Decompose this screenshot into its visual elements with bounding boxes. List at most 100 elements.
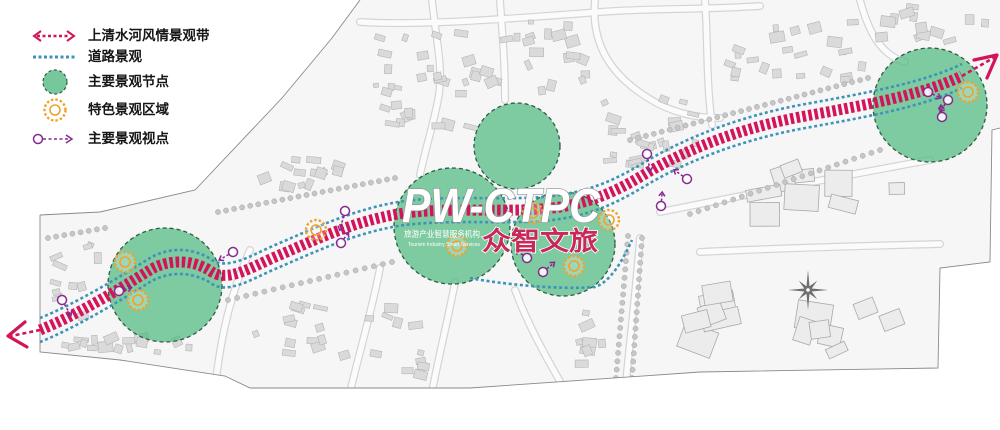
building-footprint: [384, 119, 401, 128]
building-footprint: [686, 110, 700, 118]
road: [697, 241, 943, 255]
legend-label-feature-area: 特色景观区域: [88, 102, 169, 117]
tree-symbol: [621, 274, 628, 281]
building-footprint: [412, 368, 429, 381]
viewpoint-dot: [335, 237, 347, 249]
building-footprint: [290, 156, 301, 164]
building-footprint: [293, 168, 307, 177]
legend-feature-inner-ring: [49, 104, 61, 116]
tree-symbol: [613, 366, 620, 373]
feature-area-inner-ring: [603, 214, 615, 226]
building-footprint: [281, 180, 297, 194]
tree-symbol: [234, 295, 240, 301]
legend-label-landscape-node: 主要景观节点: [88, 74, 169, 89]
viewpoint-dot: [56, 294, 68, 306]
tree-symbol: [825, 164, 832, 171]
building-footprint: [857, 60, 867, 72]
river-belt-east-arrowhead-icon: [972, 53, 999, 80]
tree-symbol: [636, 268, 643, 274]
river-belt-west-extension: [10, 328, 41, 338]
tree-symbol: [769, 99, 776, 106]
feature-area-outer-ring: [562, 254, 586, 278]
tree-symbol: [625, 233, 631, 239]
tree-symbol: [279, 196, 286, 203]
building-footprint: [461, 77, 470, 87]
building-footprint: [658, 94, 670, 105]
building-footprint: [604, 111, 622, 126]
building-footprint: [416, 50, 430, 61]
watermark: PW-CTPC 旅游产业智慧服务机构 Tourism Industry Smar…: [401, 179, 601, 256]
tree-symbol: [620, 283, 627, 289]
tree-symbol: [617, 325, 624, 331]
tree-symbol: [263, 199, 270, 206]
tree-symbol: [698, 118, 705, 125]
building-footprint: [499, 34, 514, 44]
road: [347, 265, 383, 388]
building-footprint: [550, 28, 568, 43]
building-footprint: [314, 166, 328, 181]
building-footprint: [928, 25, 945, 40]
tree-symbol: [785, 95, 792, 102]
legend-item-road-landscape: 道路景观: [0, 47, 240, 67]
legend-viewpoint-dot: [32, 133, 44, 145]
viewpoint-arrowhead: [658, 190, 666, 197]
tree-symbol: [380, 261, 386, 267]
tree-symbol: [231, 206, 237, 212]
building-footprint: [746, 56, 760, 64]
feature-area-marker: [445, 234, 469, 258]
tree-symbol: [270, 286, 277, 293]
building-footprint: [795, 72, 806, 80]
tree-symbol: [614, 358, 621, 365]
legend-label-viewpoint: 主要景观视点: [88, 131, 169, 146]
tree-symbol: [658, 128, 665, 135]
river-landscape-belt-arrow-icon: [32, 30, 76, 42]
tree-symbol: [630, 358, 637, 365]
tree-symbol: [738, 108, 744, 114]
landscape-node-center-east: [510, 191, 616, 297]
building-footprint: [60, 341, 70, 349]
building-footprint: [401, 367, 414, 375]
building-footprint: [373, 33, 386, 43]
viewpoint-arrow-icon: [32, 133, 74, 145]
building-footprint: [758, 61, 771, 75]
legend-item-viewpoint: 主要景观视点: [0, 129, 240, 149]
building-footprint: [364, 314, 375, 322]
building-footprint: [730, 75, 739, 82]
tree-symbol: [809, 89, 816, 96]
road: [497, 0, 508, 103]
tree-symbol: [865, 75, 871, 81]
tree-symbol: [630, 350, 637, 357]
building-footprint: [827, 193, 860, 215]
tree-symbol: [808, 170, 814, 177]
building-footprint: [964, 14, 975, 25]
building-footprint: [523, 59, 534, 71]
tree-symbol: [351, 182, 358, 189]
river-landscape-belt-band: [37, 71, 965, 336]
legend-label-road-landscape: 道路景观: [88, 49, 142, 64]
tree-symbol: [777, 97, 784, 104]
tree-symbol: [61, 232, 68, 238]
viewpoint-marker: [537, 261, 556, 278]
building-footprint: [824, 169, 853, 197]
tree-symbol: [45, 235, 51, 241]
road: [702, 0, 715, 128]
tree-symbol: [756, 187, 762, 194]
building-footprint: [529, 47, 545, 58]
tree-symbol: [650, 130, 657, 137]
road: [417, 0, 443, 178]
building-footprint: [314, 322, 326, 333]
building-footprint: [527, 19, 534, 25]
tree-symbol: [307, 278, 313, 284]
building-footprint: [51, 288, 61, 296]
tree-symbol: [77, 229, 84, 236]
legend-node-circle: [42, 69, 68, 95]
building-footprint: [793, 50, 808, 59]
tree-symbol: [632, 325, 639, 332]
building-footprint: [731, 43, 746, 56]
tree-symbol: [271, 198, 278, 205]
feature-area-inner-ring: [962, 86, 974, 98]
viewpoint-arrowhead: [66, 310, 73, 317]
building-footprint: [281, 348, 296, 357]
tree-symbol: [851, 155, 857, 162]
